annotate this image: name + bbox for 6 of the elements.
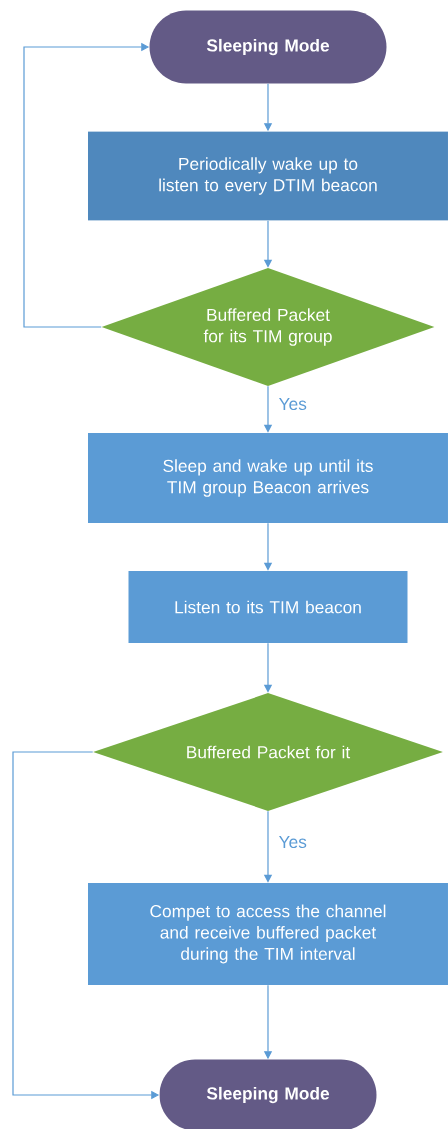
process-box: Sleep and wake up until its TIM group Beacon arrives (88, 433, 448, 523)
edge-label: Yes (277, 396, 309, 412)
edge-label: Yes (277, 834, 309, 850)
process-box: Periodically wake up to listen to every DTIM beacon (88, 131, 448, 221)
process-box: Compet to access the channel and receive buffered packet during the TIM interval (88, 883, 448, 985)
process-box: Listen to its TIM beacon (128, 571, 408, 643)
